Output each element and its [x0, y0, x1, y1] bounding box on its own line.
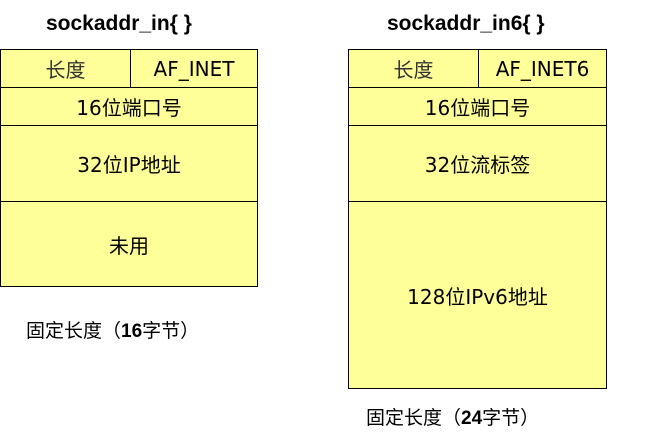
- sockaddr-in6-struct: 长度 AF_INET6 16位端口号 32位流标签 128位IPv6地址: [348, 49, 607, 389]
- family-field: AF_INET: [130, 50, 257, 87]
- port-field: 16位端口号: [349, 87, 606, 125]
- caption-suffix: 字节）: [482, 407, 540, 429]
- sockaddr-in6-caption: 固定长度（24字节）: [366, 403, 539, 430]
- sockaddr-in-caption: 固定长度（16字节）: [26, 316, 199, 343]
- length-field: 长度: [45, 58, 86, 82]
- caption-prefix: 固定长度（: [366, 407, 462, 429]
- family-field: AF_INET6: [478, 50, 606, 87]
- flow-label-field: 32位流标签: [349, 125, 606, 201]
- port-field: 16位端口号: [1, 87, 257, 125]
- caption-size: 24: [461, 408, 483, 429]
- ip-address-field: 32位IP地址: [1, 125, 257, 201]
- ipv6-address-field: 128位IPv6地址: [349, 201, 606, 388]
- sockaddr-in-title: sockaddr_in{ }: [46, 12, 192, 35]
- length-field: 长度: [393, 58, 434, 82]
- caption-suffix: 字节）: [142, 320, 200, 342]
- sockaddr-in6-title: sockaddr_in6{ }: [387, 12, 545, 35]
- caption-prefix: 固定长度（: [26, 320, 122, 342]
- sockaddr-in-struct: 长度 AF_INET 16位端口号 32位IP地址 未用: [0, 49, 258, 287]
- unused-field: 未用: [1, 201, 257, 286]
- caption-size: 16: [121, 321, 143, 342]
